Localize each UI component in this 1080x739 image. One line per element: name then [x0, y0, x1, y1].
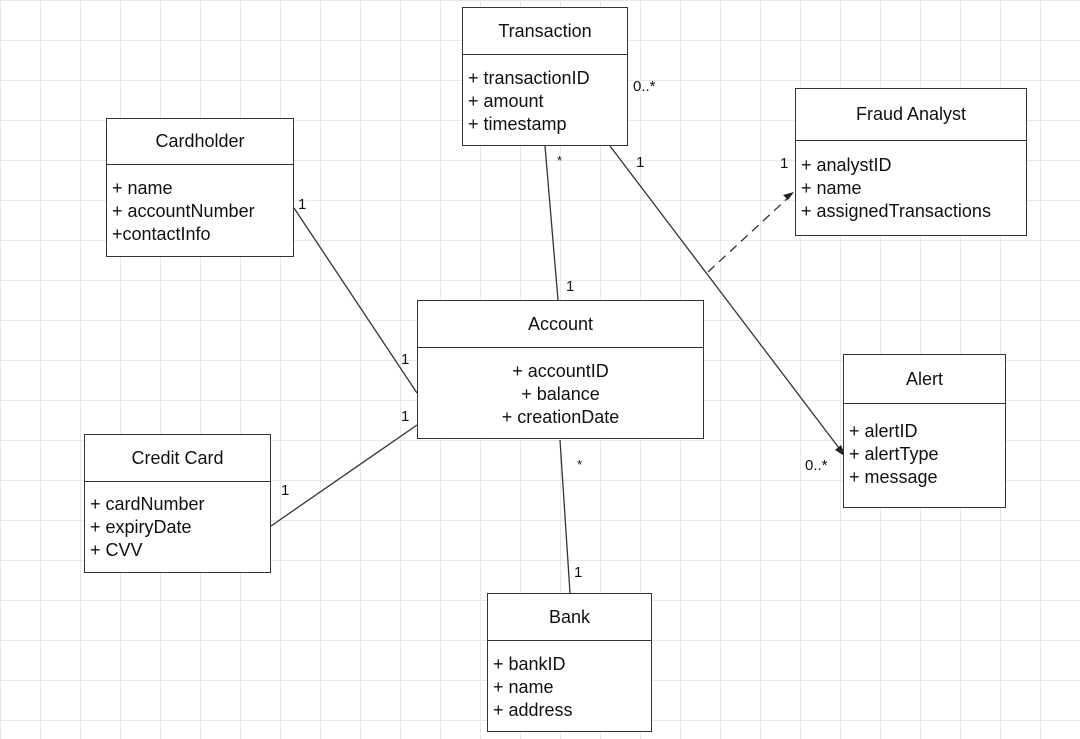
transaction-account-link — [544, 145, 559, 301]
alert-attributes: + alertID + alertType + message — [844, 404, 1005, 507]
fraud-analyst-class: Fraud Analyst + analystID + name + assig… — [795, 88, 1027, 236]
transaction-attribute: + timestamp — [468, 114, 567, 134]
credit-card-attributes: + cardNumber + expiryDate + CVV — [85, 482, 270, 572]
multiplicity-label: 1 — [401, 408, 410, 425]
cardholder-attribute: + accountNumber — [112, 201, 255, 221]
creditcard-account-link — [270, 424, 418, 527]
credit-card-class: Credit Card + cardNumber + expiryDate + … — [84, 434, 271, 573]
multiplicity-label: 1 — [780, 155, 789, 172]
bank-attribute: + address — [493, 700, 573, 720]
multiplicity-label: * — [577, 457, 583, 472]
bank-attribute: + name — [493, 677, 554, 697]
bank-attribute: + bankID — [493, 654, 566, 674]
transaction-class-name: Transaction — [463, 8, 627, 55]
bank-class-name: Bank — [488, 594, 651, 641]
fraud-analyst-attribute: + assignedTransactions — [801, 201, 991, 221]
fraud-analyst-attribute: + name — [801, 178, 862, 198]
transaction-alert-link — [609, 145, 843, 453]
multiplicity-label: * — [557, 153, 563, 168]
alert-class-name: Alert — [844, 355, 1005, 404]
multiplicity-label: 1 — [281, 482, 290, 499]
multiplicity-label: 1 — [401, 351, 410, 368]
fraud-analyst-arrowhead — [783, 192, 794, 200]
fraud-analyst-attribute: + analystID — [801, 155, 892, 175]
account-attributes: + accountID + balance + creationDate — [418, 348, 703, 438]
multiplicity-label: 0..* — [633, 78, 656, 95]
account-class-name: Account — [418, 301, 703, 348]
cardholder-account-link — [293, 207, 418, 394]
account-attribute: + accountID — [512, 361, 609, 381]
transaction-attribute: + amount — [468, 91, 544, 111]
alert-attribute: + alertType — [849, 444, 939, 464]
alert-class: Alert + alertID + alertType + message — [843, 354, 1006, 508]
account-attribute: + creationDate — [501, 407, 620, 427]
account-class: Account + accountID + balance + creation… — [417, 300, 704, 439]
account-attribute: + balance — [521, 384, 600, 404]
multiplicity-label: 1 — [636, 154, 645, 171]
cardholder-attributes: + name + accountNumber +contactInfo — [107, 165, 293, 256]
credit-card-attribute: + expiryDate — [90, 517, 192, 537]
cardholder-class: Cardholder + name + accountNumber +conta… — [106, 118, 294, 257]
fraud-analyst-dependency-link — [707, 195, 791, 273]
fraud-analyst-class-name: Fraud Analyst — [796, 89, 1026, 141]
transaction-attribute: + transactionID — [468, 68, 590, 88]
transaction-attributes: + transactionID + amount + timestamp — [463, 55, 627, 145]
cardholder-attribute: + name — [112, 178, 173, 198]
credit-card-attribute: + cardNumber — [90, 494, 205, 514]
multiplicity-label: 0..* — [805, 457, 828, 474]
multiplicity-label: 1 — [298, 196, 307, 213]
alert-attribute: + message — [849, 467, 938, 487]
cardholder-attribute: +contactInfo — [112, 224, 211, 244]
multiplicity-label: 1 — [574, 564, 583, 581]
bank-class: Bank + bankID + name + address — [487, 593, 652, 732]
multiplicity-label: 1 — [566, 278, 575, 295]
bank-attributes: + bankID + name + address — [488, 641, 651, 731]
credit-card-class-name: Credit Card — [85, 435, 270, 482]
account-bank-link — [559, 439, 571, 594]
fraud-analyst-attributes: + analystID + name + assignedTransaction… — [796, 141, 1026, 235]
alert-attribute: + alertID — [849, 421, 918, 441]
credit-card-attribute: + CVV — [90, 540, 143, 560]
cardholder-class-name: Cardholder — [107, 119, 293, 165]
transaction-class: Transaction + transactionID + amount + t… — [462, 7, 628, 146]
